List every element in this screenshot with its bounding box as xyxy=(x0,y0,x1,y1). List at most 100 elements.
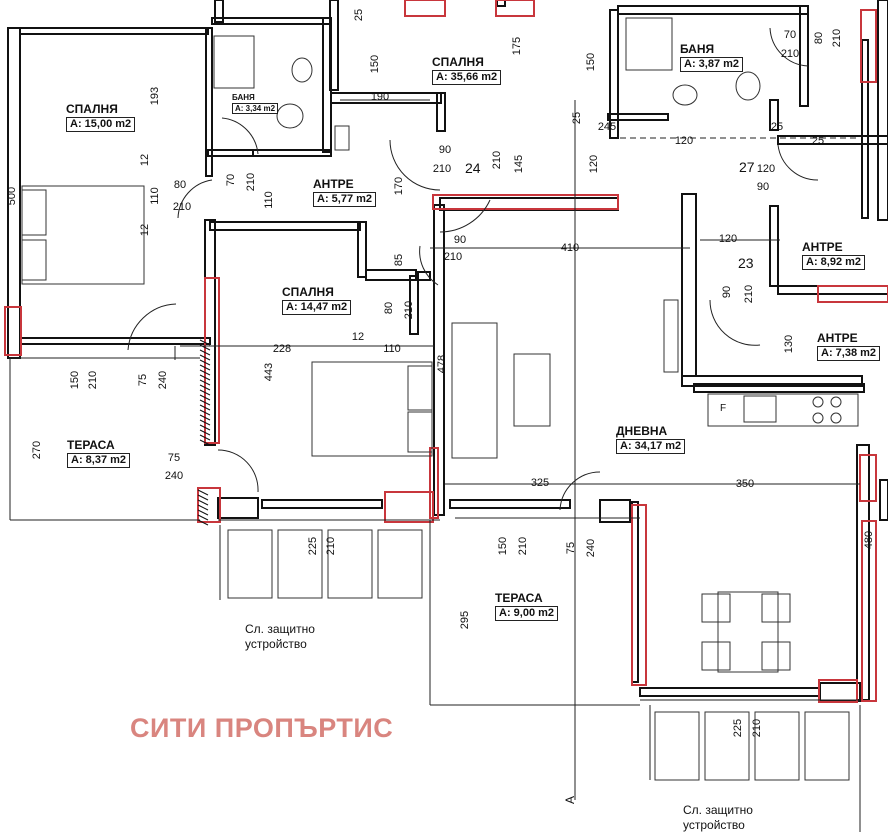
wall-3 xyxy=(211,17,331,25)
dimension-label: 210 xyxy=(403,301,415,319)
room-area: А: 35,66 m2 xyxy=(432,70,502,85)
section-mark: A xyxy=(563,795,578,805)
room-terrace-2: ТЕРАСА А: 9,00 m2 xyxy=(495,592,559,621)
dimension-label: 110 xyxy=(263,191,275,209)
railing-panel xyxy=(704,711,750,781)
room-area: А: 15,00 m2 xyxy=(66,117,136,132)
room-area: А: 8,92 m2 xyxy=(802,255,866,270)
shower-1 xyxy=(213,35,255,89)
dimension-label: 175 xyxy=(511,37,523,55)
wall-16 xyxy=(769,99,779,131)
hatch-line xyxy=(199,374,211,381)
hatch-line xyxy=(197,519,209,526)
red-wall-8 xyxy=(861,520,877,702)
dimension-label: 478 xyxy=(436,355,448,373)
bed-1-pillow xyxy=(21,189,47,236)
wall-19 xyxy=(777,285,888,295)
wall-2 xyxy=(205,27,213,177)
wall-1 xyxy=(19,27,209,35)
dimension-label: 480 xyxy=(863,531,875,549)
dimension-label: 25 xyxy=(353,9,365,21)
sofa xyxy=(451,322,498,459)
dining-table xyxy=(717,591,779,673)
red-wall-3 xyxy=(384,491,434,523)
room-name: АНТРЕ xyxy=(817,331,858,345)
hatch-line xyxy=(197,499,209,506)
wall-14 xyxy=(617,5,809,15)
hatch-line xyxy=(199,414,211,421)
red-wall-7 xyxy=(859,454,877,502)
wall-29 xyxy=(417,271,431,281)
door-swing-8 xyxy=(709,299,761,346)
chair xyxy=(701,593,731,623)
wall-40 xyxy=(819,682,861,702)
tv-stand xyxy=(663,299,679,373)
dimension-label: 120 xyxy=(675,135,693,147)
dimension-label: 25 xyxy=(812,135,824,147)
dimension-label: 210 xyxy=(325,537,337,555)
wall-22 xyxy=(877,0,888,221)
room-area: А: 8,37 m2 xyxy=(67,453,131,468)
dimension-label: 120 xyxy=(757,163,775,175)
wall-23 xyxy=(19,337,211,345)
wall-39 xyxy=(639,687,821,697)
bed-3-pillow xyxy=(407,411,433,453)
room-bedroom-1: СПАЛНЯ А: 15,00 m2 xyxy=(66,103,136,132)
dimension-label: 85 xyxy=(393,254,405,266)
toilet-1 xyxy=(276,103,304,129)
dimension-label: 443 xyxy=(263,363,275,381)
chair xyxy=(761,641,791,671)
door-swing-1 xyxy=(221,117,259,155)
wall-28 xyxy=(409,275,419,335)
dimension-label: 240 xyxy=(165,470,183,482)
hatch-line xyxy=(199,384,211,391)
hatch-line xyxy=(199,404,211,411)
wall-18 xyxy=(769,205,779,287)
dimension-label: 80 xyxy=(813,32,825,44)
door-swing-7 xyxy=(559,471,601,511)
red-wall-4 xyxy=(429,447,439,519)
room-area: А: 7,38 m2 xyxy=(817,346,881,361)
hatch-line xyxy=(197,489,209,496)
dimension-label: 110 xyxy=(383,343,401,355)
bed-3-pillow xyxy=(407,365,433,411)
railing-panel xyxy=(227,529,273,599)
railing-panel xyxy=(327,529,373,599)
room-bathroom-1: БАНЯ А: 3,34 m2 xyxy=(232,93,279,114)
hatch-line xyxy=(197,509,209,516)
fridge-label: F xyxy=(720,403,727,414)
wall-20 xyxy=(681,193,697,377)
coffee-table xyxy=(513,353,551,427)
guard-note-1: Сл. защитно устройство xyxy=(245,622,315,651)
dimension-label: 500 xyxy=(6,187,18,205)
shower-2 xyxy=(625,17,673,71)
dimension-label: 245 xyxy=(598,121,616,133)
room-hall-1: АНТРЕ А: 5,77 m2 xyxy=(313,178,377,207)
hob-ring xyxy=(830,412,842,424)
guard-note-2: Сл. защитно устройство xyxy=(683,803,753,832)
dimension-label: 193 xyxy=(149,87,161,105)
wall-26 xyxy=(357,221,367,278)
sink xyxy=(743,395,777,423)
room-bedroom-3: СПАЛНЯ А: 14,47 m2 xyxy=(282,286,352,315)
dimension-label: 210 xyxy=(245,173,257,191)
room-area: А: 34,17 m2 xyxy=(616,439,686,454)
red-wall-5 xyxy=(631,504,647,686)
dimension-label: 225 xyxy=(732,719,744,737)
hatch-line xyxy=(197,514,209,521)
dimension-label: 90 xyxy=(454,234,466,246)
dimension-label: 410 xyxy=(561,242,579,254)
wall-25 xyxy=(209,221,361,231)
dimension-label: 145 xyxy=(513,155,525,173)
dimension-label: 90 xyxy=(721,286,733,298)
dimension-label: 75 xyxy=(137,374,149,386)
dimension-label: 170 xyxy=(393,177,405,195)
red-wall-9 xyxy=(432,194,619,210)
dimension-label: 75 xyxy=(565,542,577,554)
wall-37 xyxy=(599,499,631,523)
dimension-label: 350 xyxy=(736,478,754,490)
wall-7 xyxy=(330,92,442,104)
red-wall-12 xyxy=(404,0,446,17)
hatch-line xyxy=(197,504,209,511)
